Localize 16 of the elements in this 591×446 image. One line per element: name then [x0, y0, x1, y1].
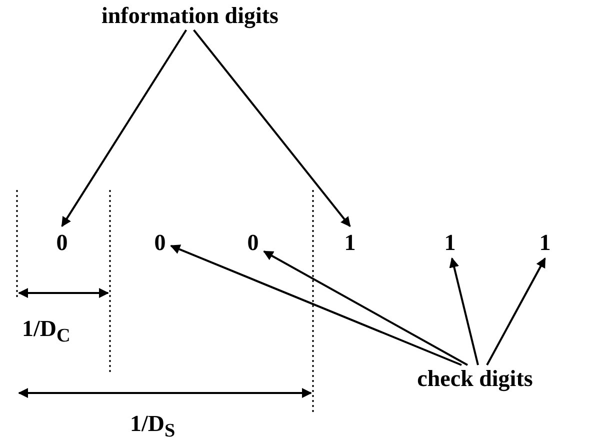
- heading-label: information digits: [95, 2, 285, 30]
- digit: 0: [243, 229, 263, 257]
- leader-arrow: [449, 257, 479, 366]
- digit: 0: [52, 229, 72, 257]
- dimension-label: 1/D$_{C}$: [22, 315, 70, 349]
- digit: 1: [535, 229, 555, 257]
- dimension-label: 1/D$_{S}$: [130, 410, 176, 444]
- leader-arrow: [263, 250, 468, 366]
- digit: 1: [440, 229, 460, 257]
- leader-arrow: [170, 244, 462, 366]
- leader-arrow: [61, 29, 188, 228]
- digit: 0: [150, 229, 170, 257]
- heading-label: check digits: [400, 365, 550, 393]
- digit: 1: [340, 229, 360, 257]
- leader-arrow: [193, 29, 351, 227]
- leader-arrow: [486, 258, 546, 366]
